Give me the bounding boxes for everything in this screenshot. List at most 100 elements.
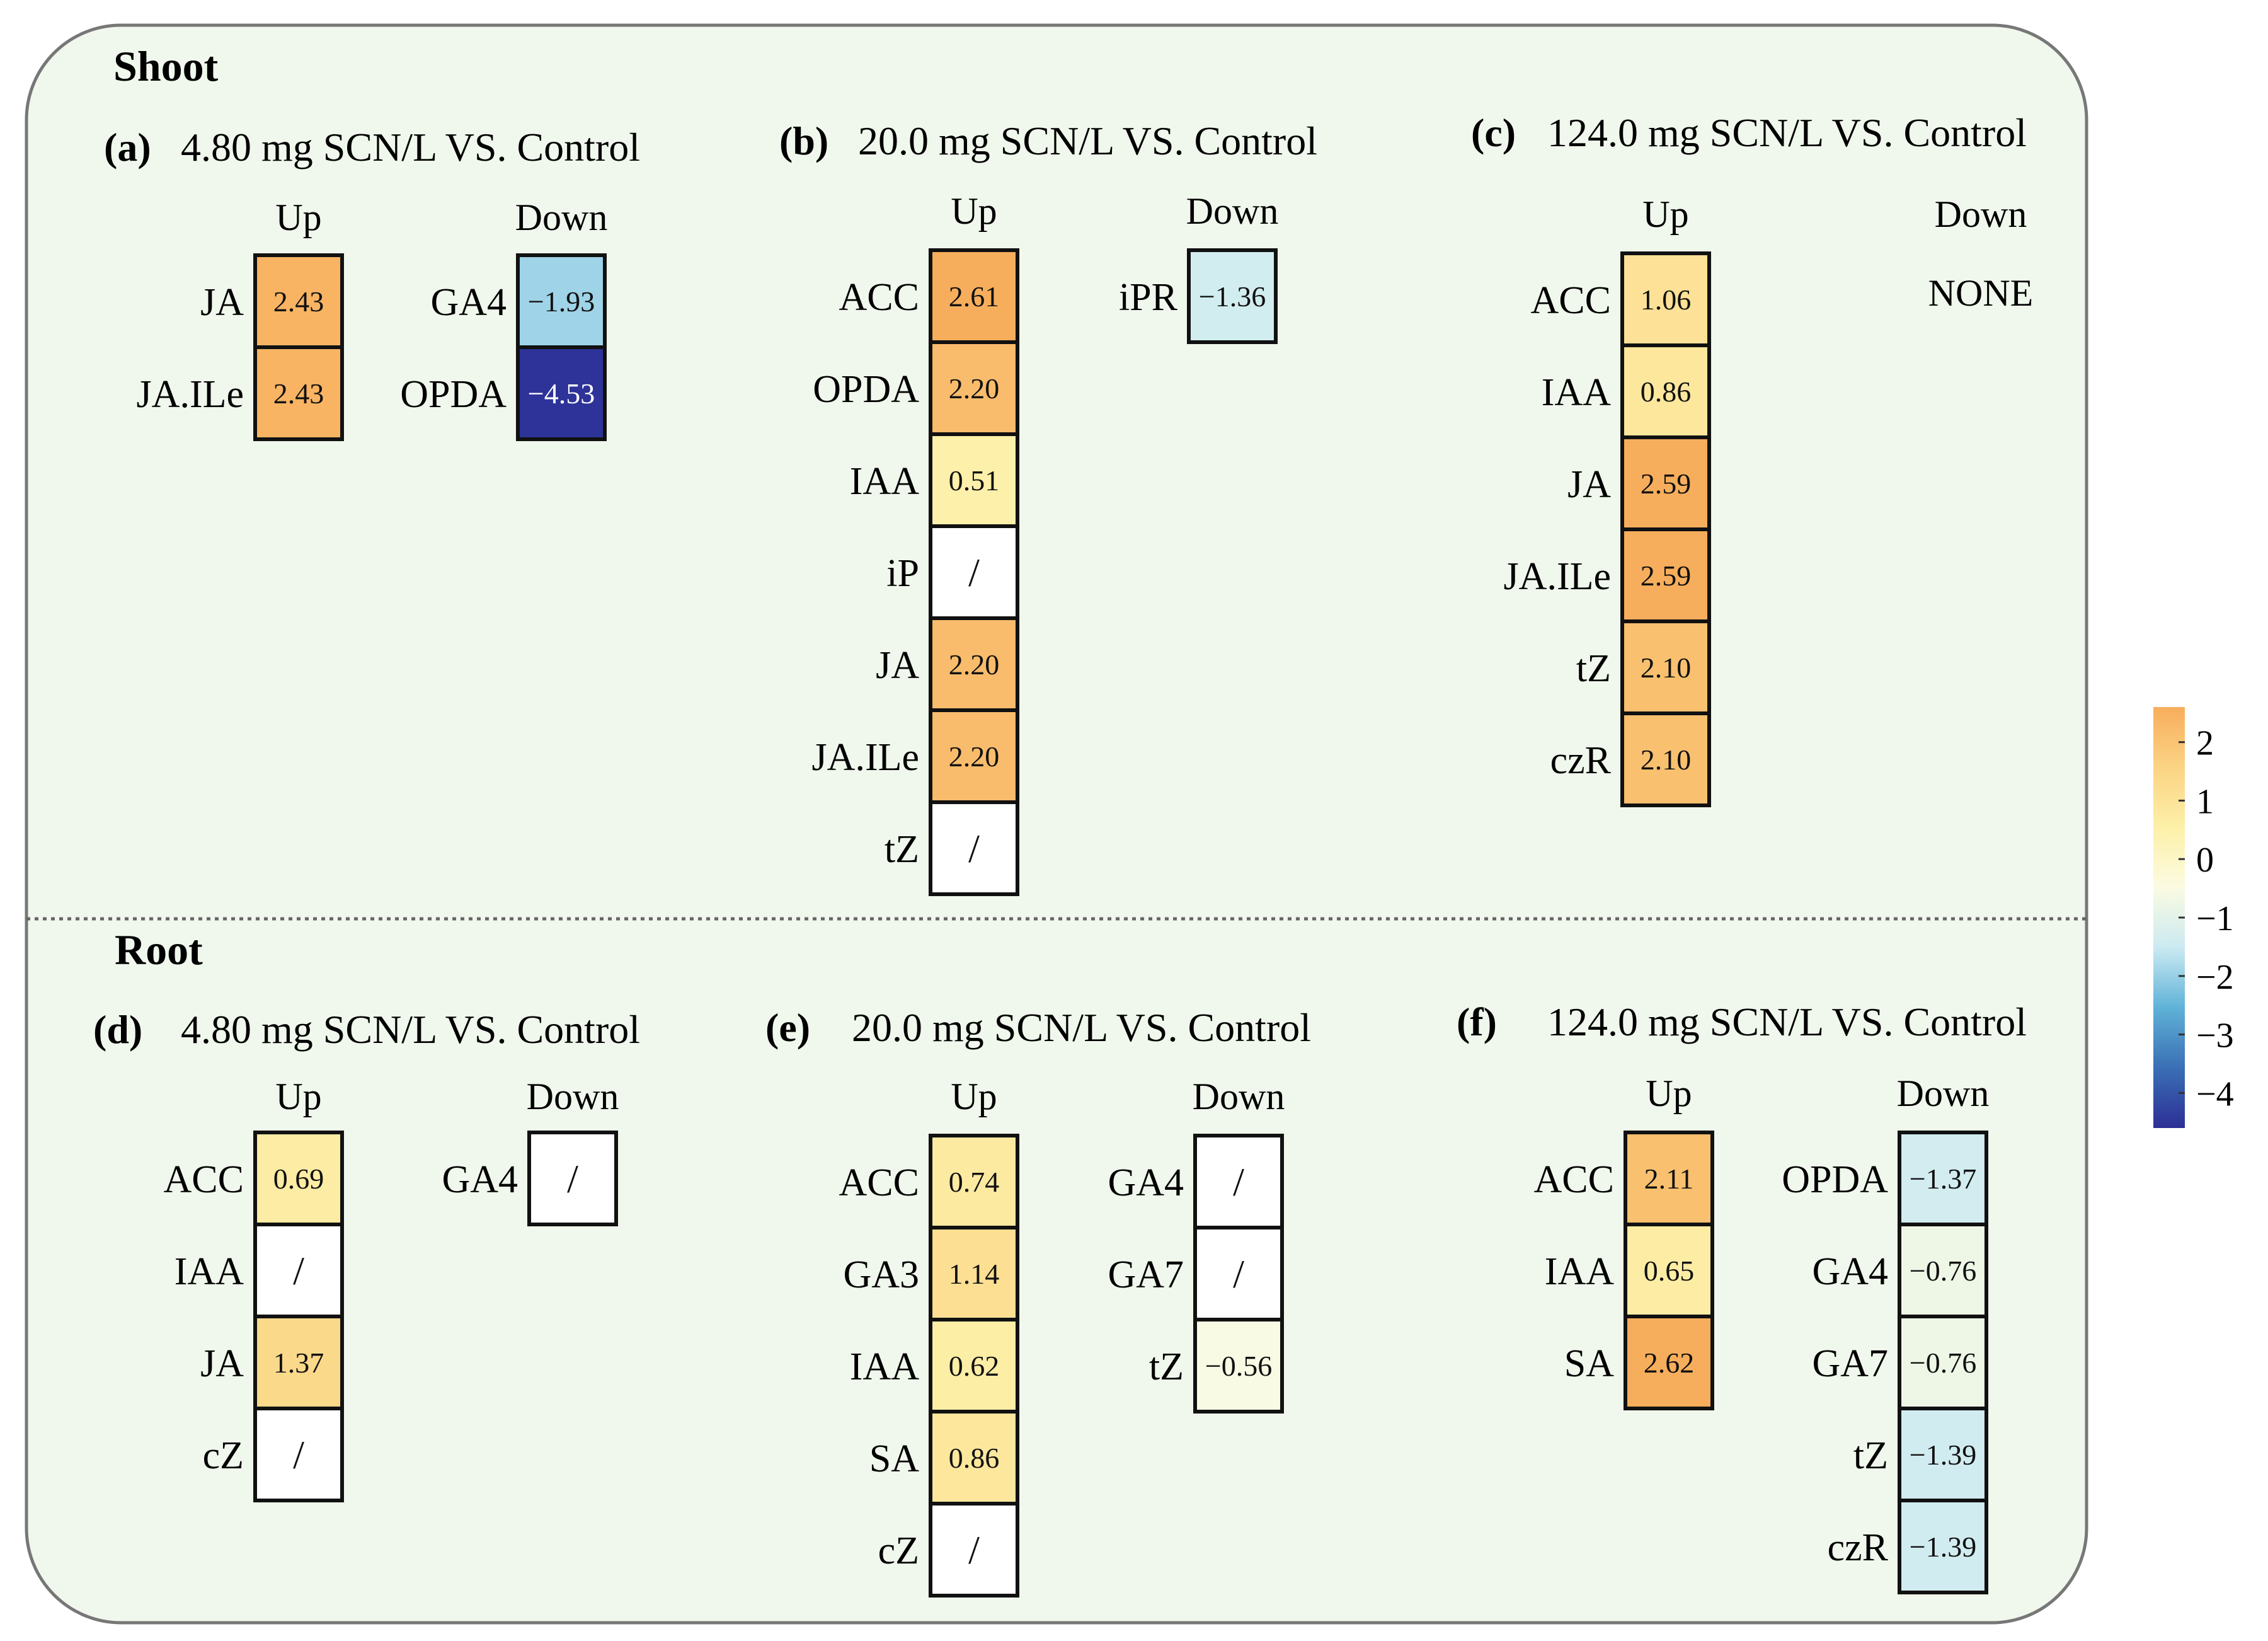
cell-value: −4.53 [528, 377, 595, 410]
hormone-label: SA [869, 1437, 919, 1480]
cell-fill [1620, 711, 1711, 807]
hormone-label: ACC [839, 1161, 919, 1204]
colorbar-tick-label: 2 [2196, 724, 2214, 763]
hormone-label: czR [1828, 1526, 1889, 1569]
cell-value: 2.61 [949, 280, 1000, 313]
cell-fill [929, 1134, 1019, 1229]
cell-fill [253, 1223, 344, 1318]
heatmap-cell-down: GA4 / [1108, 1134, 1284, 1229]
cell-value: 0.65 [1644, 1255, 1695, 1287]
panel-title-text: 124.0 mg SCN/L VS. Control [1547, 110, 2027, 155]
hormone-label: JA.ILe [812, 736, 919, 779]
hormone-label: JA.ILe [137, 373, 244, 416]
column-label-up: Up [951, 190, 997, 232]
cell-value: −1.39 [1910, 1439, 1976, 1471]
cell-value: 1.06 [1641, 284, 1692, 316]
column-label-up: Up [275, 197, 321, 238]
hormone-label: GA4 [430, 281, 507, 324]
column-label-down: Down [527, 1076, 619, 1117]
cell-fill [929, 800, 1019, 896]
cell-value: −0.56 [1205, 1350, 1272, 1382]
panel-letter: (c) [1471, 110, 1516, 155]
cell-value: / [968, 550, 980, 595]
heatmap-cell-up: cZ/ [878, 1502, 1019, 1598]
section-title-shoot: Shoot [113, 42, 219, 90]
cell-fill [1898, 1131, 1988, 1226]
cell-value: 0.69 [273, 1163, 324, 1195]
hormone-label: cZ [878, 1529, 919, 1572]
hormone-label: tZ [885, 828, 919, 871]
cell-value: / [1233, 1160, 1244, 1204]
heatmap-cell-down: GA7 / [1108, 1226, 1284, 1321]
hormone-label: GA3 [843, 1253, 919, 1296]
cell-fill [253, 1131, 344, 1226]
panel-title: (f) 124.0 mg SCN/L VS. Control [1457, 999, 2027, 1044]
cell-fill [253, 253, 344, 349]
cell-value: 2.62 [1644, 1347, 1695, 1379]
cell-value: 2.10 [1641, 652, 1692, 684]
cell-fill [929, 524, 1019, 620]
cell-value: 2.43 [273, 377, 324, 410]
colorbar-tick-label: −4 [2196, 1074, 2234, 1114]
cell-value: 2.59 [1641, 560, 1692, 592]
panel-letter: (d) [93, 1007, 142, 1052]
heatmap-cell-down: czR −1.39 [1828, 1499, 1988, 1594]
heatmap-cell-down: OPDA −4.53 [400, 345, 607, 441]
hormone-label: IAA [850, 1345, 919, 1388]
heatmap-cell-down: OPDA−1.37 [1782, 1131, 1988, 1226]
panel-title-text: 124.0 mg SCN/L VS. Control [1547, 999, 2027, 1044]
heatmap-cell-down: tZ −0.56 [1149, 1318, 1284, 1414]
panel-letter: (f) [1457, 999, 1497, 1044]
cell-value: 1.14 [949, 1258, 1000, 1290]
panel-letter: (e) [765, 1005, 810, 1050]
hormone-label: GA7 [1812, 1342, 1888, 1385]
hormone-label: czR [1550, 739, 1612, 782]
cell-value: 2.10 [1641, 744, 1692, 776]
hormone-label: tZ [1853, 1434, 1888, 1477]
panel-title: (a)4.80 mg SCN/L VS. Control [104, 125, 640, 170]
cell-value: −0.76 [1910, 1347, 1976, 1379]
cell-fill [1193, 1318, 1284, 1414]
colorbar-tick-label: −3 [2196, 1016, 2234, 1056]
column-label-down: Down [1897, 1073, 1990, 1114]
panel-title: (e)20.0 mg SCN/L VS. Control [765, 1005, 1311, 1050]
cell-value: 1.37 [273, 1347, 324, 1379]
colorbar-tick-label: 1 [2196, 782, 2214, 821]
heatmap-cell-down: iPR−1.36 [1119, 248, 1278, 344]
hormone-label: JA [876, 644, 919, 687]
hormone-label: GA7 [1108, 1253, 1184, 1296]
cell-fill [1898, 1499, 1988, 1594]
cell-value: 2.20 [949, 372, 1000, 405]
cell-fill [929, 1502, 1019, 1598]
hormone-label: OPDA [400, 373, 507, 416]
colorbar-tick-label: −2 [2196, 958, 2234, 997]
hormone-label: tZ [1149, 1345, 1184, 1388]
hormone-label: OPDA [1782, 1158, 1888, 1201]
cell-value: 2.20 [949, 740, 1000, 773]
hormone-label: iPR [1119, 276, 1178, 319]
heatmap-cell-down: GA7 −0.76 [1812, 1315, 1988, 1410]
hormone-label: JA.ILe [1504, 555, 1611, 598]
hormone-label: SA [1564, 1342, 1614, 1385]
panel-title: (c) 124.0 mg SCN/L VS. Control [1471, 110, 2027, 155]
cell-fill [253, 1407, 344, 1502]
column-label-up: Up [1646, 1073, 1692, 1114]
cell-value: −1.39 [1910, 1531, 1976, 1563]
heatmap-cell-down: GA4/ [442, 1131, 618, 1226]
hormone-label: GA4 [1108, 1161, 1184, 1204]
cell-value: / [1233, 1252, 1244, 1296]
hormone-label: ACC [1531, 279, 1611, 322]
cell-fill [1898, 1223, 1988, 1318]
heatmap-cell-down: GA4−0.76 [1812, 1223, 1988, 1318]
